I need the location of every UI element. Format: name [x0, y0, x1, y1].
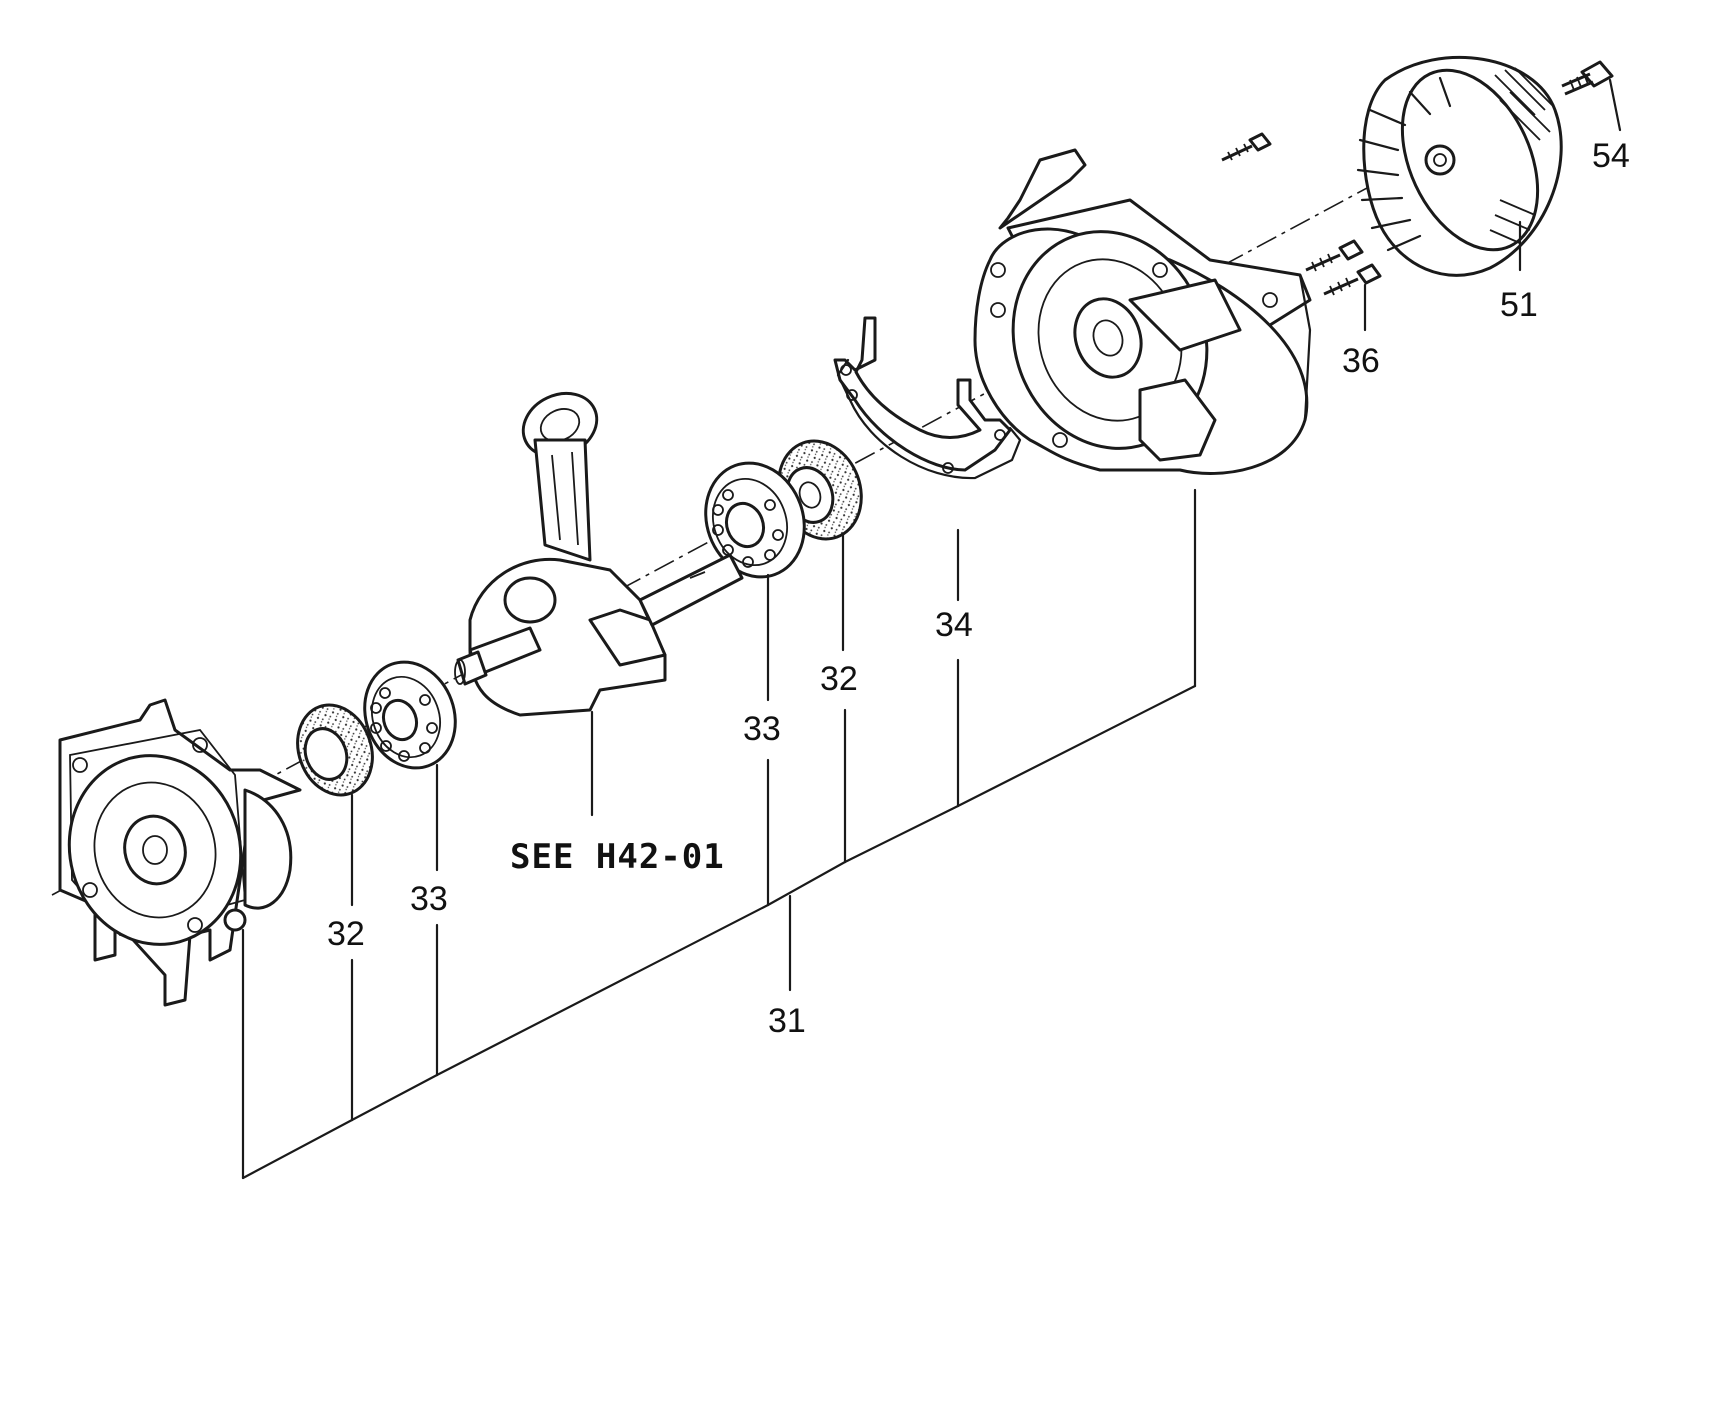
crankcase-right-half — [973, 148, 1312, 475]
reference-note: SEE H42-01 — [510, 837, 725, 877]
flywheel-51 — [1356, 55, 1563, 277]
callout-33-right: 33 — [743, 710, 781, 748]
callout-54: 54 — [1592, 137, 1630, 175]
callout-34: 34 — [935, 606, 973, 644]
callout-32-right: 32 — [820, 660, 858, 698]
callout-36: 36 — [1342, 342, 1380, 380]
callout-51: 51 — [1500, 286, 1538, 324]
gasket-34 — [833, 316, 1022, 480]
screw-54 — [1561, 60, 1614, 96]
crankcase-left-half — [58, 698, 302, 1007]
leader-lines — [241, 78, 1622, 1180]
callout-33-left: 33 — [410, 880, 448, 918]
callout-32-left: 32 — [327, 915, 365, 953]
crankshaft-assembly — [454, 391, 744, 717]
bearing-33-right — [704, 461, 806, 579]
bearing-33-left — [363, 660, 457, 770]
oil-seal-32-left — [296, 703, 374, 797]
callout-labels: 54 51 36 34 32 33 33 32 31 SEE H42-01 — [327, 137, 1630, 1040]
screws-36 — [1221, 132, 1382, 296]
callout-31: 31 — [768, 1002, 806, 1040]
